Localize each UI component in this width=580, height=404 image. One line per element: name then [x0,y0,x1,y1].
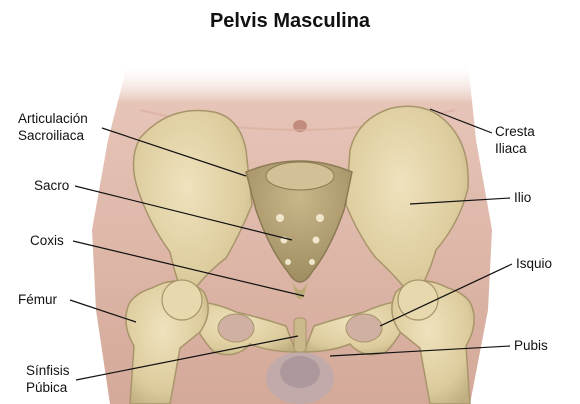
label-pubis: Pubis [514,337,548,354]
label-ilio: Ilio [514,189,531,206]
label-isquio: Isquio [516,255,552,272]
label-sinfisis-line2: Púbica [26,379,70,396]
label-sinfisis-pubica: Sínfisis Púbica [26,362,70,396]
label-cresta-line2: Iliaca [495,140,535,157]
label-articulacion-line2: Sacroiliaca [18,127,88,144]
pubic-symphysis [294,318,306,352]
label-femur: Fémur [18,291,57,308]
label-cresta-iliaca: Cresta Iliaca [495,123,535,157]
label-sinfisis-line1: Sínfisis [26,362,70,379]
label-cresta-line1: Cresta [495,123,535,140]
label-articulacion-line1: Articulación [18,110,88,127]
label-coxis: Coxis [30,232,64,249]
label-articulacion-sacroiliaca: Articulación Sacroiliaca [18,110,88,144]
label-sacro: Sacro [34,177,69,194]
